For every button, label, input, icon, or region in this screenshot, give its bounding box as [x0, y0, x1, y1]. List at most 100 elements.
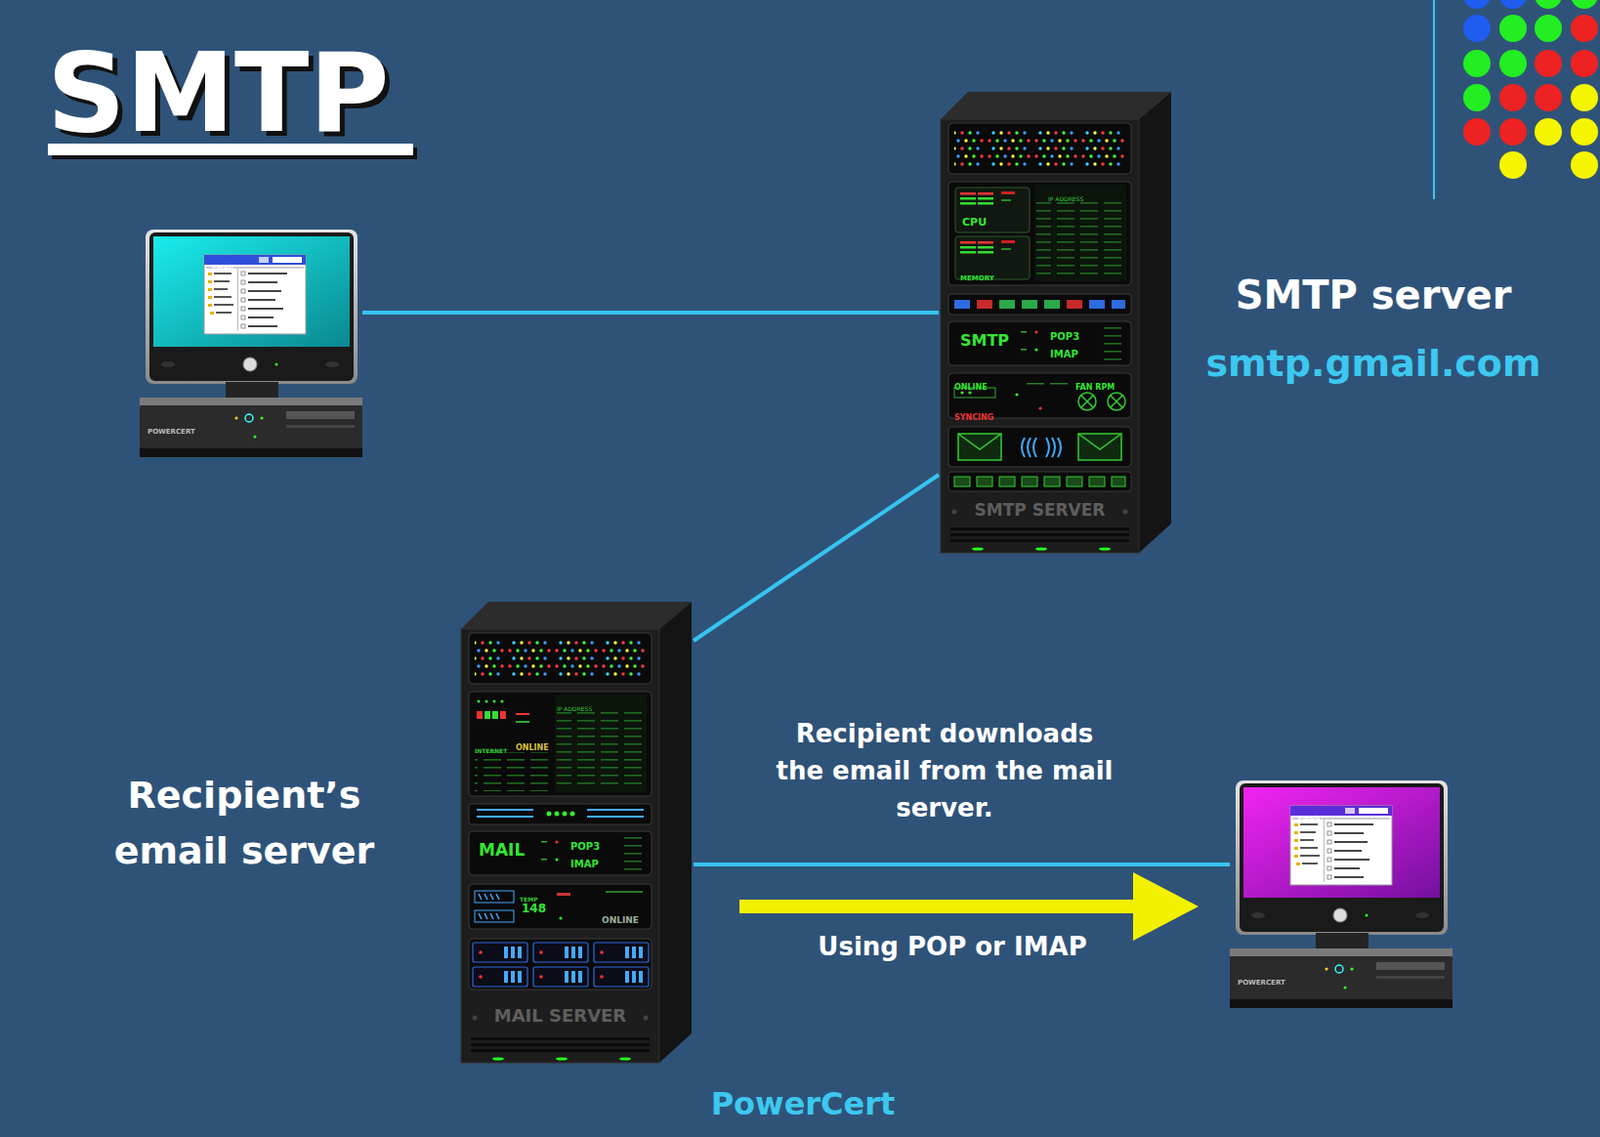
- recipient-computer-part: [1290, 805, 1392, 885]
- smtp-server-rack-part: [977, 202, 994, 206]
- mail-server-rack-part: [500, 711, 506, 719]
- mail-server-rack-part: [587, 808, 644, 811]
- decorative-dots-part: [1570, 0, 1599, 9]
- mail-server-rack-part: [485, 700, 489, 704]
- recipient-computer-part-part: [1345, 807, 1355, 814]
- decorative-dots-part: [1570, 118, 1599, 146]
- smtp-server-rack-part: [958, 433, 1002, 450]
- smtp-server-rack-part: [1110, 395, 1123, 408]
- mail-server: IP ADDRESSINTERNETONLINEMAILPOP3IMAPTEMP…: [459, 599, 694, 1061]
- decorative-dots-part: [1499, 118, 1527, 146]
- server-caption-slot: Recipient’s email server: [78, 767, 411, 880]
- panel-text: SMTP: [960, 331, 1010, 350]
- panel-text: EMAIL: [211, 262, 236, 273]
- smtp-server-rack-part: [948, 471, 1132, 492]
- step-note-slot: Recipient downloads the email from the m…: [768, 715, 1121, 827]
- decorative-dots-part: [1534, 84, 1562, 112]
- panel-text: INTERNET: [474, 747, 507, 755]
- panel-text: IMAP: [1050, 348, 1079, 361]
- mail-server-rack-part: [554, 857, 558, 861]
- smtp-server-rack-part: [948, 426, 1132, 467]
- mail-server-rack-part: [476, 815, 534, 818]
- smtp-server-rack-part: [940, 91, 1172, 553]
- smtp-server-rack-part: [976, 476, 993, 487]
- smtp-server-rack-part: [1001, 199, 1011, 202]
- mail-server-rack-part: [468, 884, 652, 929]
- smtp-server-rack-part: [1021, 476, 1038, 487]
- panel-text: POP3: [570, 841, 600, 853]
- smtp-server-rack-part: [1078, 433, 1122, 461]
- decorative-dots-part: [1499, 151, 1527, 179]
- panel-text-slot: MAIL SERVER: [468, 1004, 652, 1027]
- smtp-server-rack-part: [977, 251, 994, 254]
- server-caption: Recipient’s email server: [78, 767, 411, 880]
- smtp-server-rack-part: [1089, 476, 1105, 487]
- mail-server-rack-part-part: [571, 970, 576, 983]
- diagram-title-slot: SMTP: [46, 43, 390, 142]
- smtp-server-rack-part: [1001, 240, 1015, 244]
- panel-text: 148: [521, 901, 547, 916]
- title-underline: [47, 143, 418, 160]
- watermark-slot: PowerCert: [675, 1084, 930, 1124]
- mail-server-rack-part: [554, 811, 560, 817]
- recipient-computer-part-part: [1358, 807, 1389, 814]
- mail-server-rack-part-part: [564, 970, 569, 983]
- sender-computer-part-part: [258, 256, 269, 263]
- panel-text: SMTP SERVER: [948, 499, 1132, 521]
- mail-server-rack-part: [468, 831, 652, 876]
- panel-text: MAIL SERVER: [468, 1004, 652, 1027]
- panel-text-slot: ONLINE: [954, 375, 988, 394]
- smtp-server-rack-part: [1020, 348, 1027, 351]
- smtp-server-rack-part: [1014, 392, 1018, 396]
- decorative-dots-part: [1570, 49, 1599, 78]
- mail-server-rack-part: [476, 711, 483, 719]
- mail-server-rack-part-part: [631, 946, 636, 959]
- sender-computer: EMAILPOWERCERT: [139, 229, 363, 458]
- smtp-server-rack-part: [1021, 299, 1038, 309]
- sender-computer-part: [139, 229, 363, 458]
- server-name-slot: SMTP server: [1197, 271, 1550, 319]
- protocol-note: Using POP or IMAP: [776, 929, 1129, 964]
- smtp-server-rack-part: [1034, 184, 1127, 282]
- smtp-server-rack-part: [948, 181, 1132, 286]
- decorative-dots-part: [1432, 0, 1435, 200]
- mail-server-rack-part: [515, 720, 530, 723]
- mail-server-rack-part: [556, 892, 571, 896]
- smtp-server-rack-part: [1050, 382, 1068, 385]
- mail-server-rack-part-part: [510, 946, 515, 959]
- mail-server-rack-part: [477, 700, 481, 704]
- step-note: Recipient downloads the email from the m…: [768, 715, 1121, 827]
- panel-text: IP ADDRESS: [1048, 195, 1084, 203]
- panel-text-slot: ONLINE: [601, 908, 639, 927]
- smtp-server-rack-part: [977, 246, 994, 250]
- mail-server-rack-part-part: [478, 950, 483, 955]
- server-address: smtp.gmail.com: [1178, 340, 1569, 386]
- panel-text-slot: SMTP SERVER: [948, 499, 1132, 521]
- panel-text: IP ADDRESS: [556, 705, 592, 713]
- smtp-server-rack-part: [955, 236, 1030, 280]
- decorative-dots-part: [1463, 84, 1491, 112]
- sender-computer-part-part: [204, 254, 306, 335]
- mail-server-rack-part-part: [625, 946, 630, 959]
- panel-text-slot: 148: [521, 897, 547, 917]
- panel-text-slot: IMAP: [570, 852, 599, 872]
- smtp-server-rack-part: [1046, 437, 1061, 458]
- mail-server-rack-part-part: [599, 974, 604, 979]
- mail-server-rack-part-part: [638, 946, 643, 959]
- smtp-server-rack-part: [1001, 191, 1015, 195]
- smtp-server-rack-part: [1111, 299, 1126, 309]
- decorative-dots-part: [1570, 84, 1599, 112]
- server-address-slot: smtp.gmail.com: [1178, 340, 1569, 386]
- mail-server-rack-part-part: [478, 974, 483, 979]
- mail-server-rack-part: [541, 858, 548, 861]
- mail-server-rack-part: [474, 910, 514, 923]
- mail-server-rack-part-part: [504, 970, 508, 983]
- mail-server-rack-part: [515, 713, 530, 716]
- mail-server-rack-part-part: [593, 967, 649, 987]
- panel-text-slot: SYNCING: [954, 405, 994, 424]
- mail-server-rack-part: [554, 694, 647, 793]
- decorative-dots-part: [1534, 14, 1562, 43]
- mail-server-rack-part: [621, 836, 645, 872]
- panel-text-slot: MEMORY: [960, 265, 995, 285]
- panel-text: POP3: [1050, 331, 1080, 343]
